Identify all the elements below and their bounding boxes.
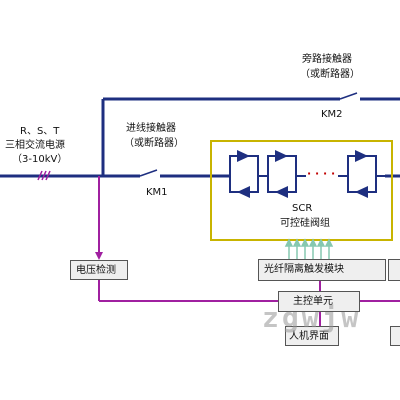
- main-control-label: 主控单元: [293, 296, 333, 307]
- fiber-trigger-label: 光纤隔离触发模块: [264, 264, 344, 275]
- incoming-contactor-alt-label: （或断路器）: [124, 138, 184, 149]
- thyristor-group-2: [338, 155, 385, 193]
- right-edge-module: [388, 259, 400, 281]
- incoming-contactor-label: 进线接触器: [126, 123, 176, 134]
- bypass-contactor-alt-label: （或断路器）: [300, 69, 360, 80]
- km1-label: KM1: [146, 187, 168, 198]
- voltage-detect-arrow: [95, 252, 103, 260]
- incoming-switch-km1: [139, 169, 158, 177]
- scr-valve-frame: [210, 140, 393, 241]
- main-control-box: 主控单元: [278, 291, 360, 312]
- series-continuation-dots: · · · ·: [307, 167, 336, 180]
- hmi-label: 人机界面: [289, 331, 329, 342]
- thyristor-symbols-1: [237, 150, 288, 198]
- voltage-detect-box: 电压检测: [70, 260, 128, 280]
- bypass-switch-km2: [339, 92, 358, 100]
- source-name-label: 三相交流电源: [5, 140, 65, 151]
- right-edge-module-lower: [390, 326, 400, 346]
- fiber-trigger-arrows: [284, 238, 334, 259]
- scr-label: SCR: [292, 203, 313, 214]
- source-ground-hatch: [37, 170, 51, 181]
- source-phases-label: R、S、T: [20, 126, 60, 137]
- control-lines: [98, 176, 400, 326]
- voltage-detect-label: 电压检测: [76, 265, 116, 276]
- bypass-branch: [101, 97, 400, 176]
- thyristor-symbols-2: [355, 150, 368, 198]
- fiber-trigger-module: 光纤隔离触发模块: [258, 259, 386, 281]
- scr-valve-group-label: 可控硅阀组: [280, 218, 330, 229]
- watermark: zgwjw: [262, 301, 362, 334]
- bypass-contactor-label: 旁路接触器: [302, 54, 352, 65]
- km2-label: KM2: [321, 109, 343, 120]
- hmi-box: 人机界面: [285, 326, 339, 346]
- source-voltage-label: （3-10kV）: [12, 154, 68, 165]
- thyristor-group-1: [229, 155, 306, 193]
